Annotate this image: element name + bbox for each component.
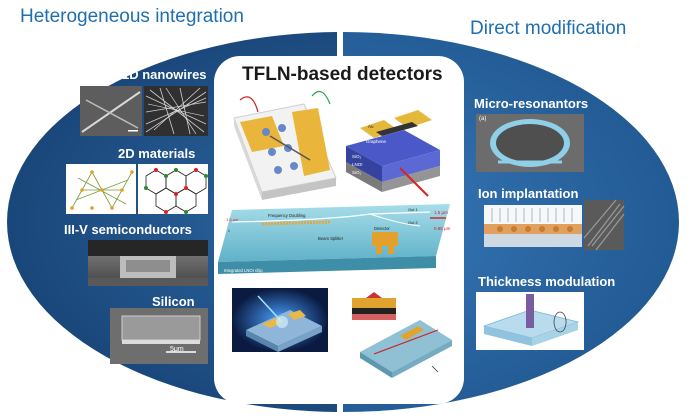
label-ion-implantation: Ion implantation — [478, 186, 579, 201]
chip-label-left-in2: λ — [228, 228, 230, 233]
thumb-micro-resonator — [476, 114, 584, 172]
chip-label-out1: Out 1 — [408, 207, 419, 212]
thumb-ion-hrtem — [583, 199, 625, 251]
graphene-label-graphene: Graphene — [366, 139, 387, 144]
chip-label-left-in: 1.5 μm — [226, 217, 239, 222]
micro-resonator-tag: (a) — [479, 116, 487, 122]
thumb-2d-lattice-b — [138, 164, 208, 214]
img-integrated-chip: 1.5 μm λ Frequency Doubling Beam Splitte… — [218, 204, 451, 274]
graphene-label-sio2: SiO₂ — [352, 154, 362, 159]
img-graphene-lnoi: Au Graphene SiO₂ LNOI SiO₂ — [346, 110, 440, 197]
chip-label-wl1: 1.5 μm — [434, 210, 448, 215]
chip-label-detector: Detector — [374, 226, 390, 231]
label-3-5-semiconductors: III-V semiconductors — [64, 222, 192, 237]
thumb-3-5-sem — [88, 240, 208, 286]
label-1d-nanowires: 1D nanowires — [122, 67, 207, 82]
label-silicon: Silicon — [152, 294, 195, 309]
img-plasmonic-detector — [233, 90, 337, 200]
heading-direct-modification: Direct modification — [470, 18, 627, 39]
thumb-nanowires-sem — [80, 86, 142, 136]
graphene-label-si: SiO₂ — [352, 170, 362, 175]
thumb-ion-implantation — [484, 205, 582, 247]
chip-label-out2: Out 2 — [408, 220, 419, 225]
silicon-scale-label: 5μm — [170, 346, 184, 353]
chip-label-name: Integrated LNOI chip — [224, 268, 263, 273]
img-waveguide-device — [352, 292, 452, 378]
center-title: TFLN-based detectors — [242, 64, 443, 85]
chip-label-beam: Beam Splitter — [318, 236, 344, 241]
heading-heterogeneous-integration: Heterogeneous integration — [20, 6, 244, 27]
thumb-silicon-sem — [110, 308, 208, 364]
thumb-thickness-modulation — [476, 292, 584, 350]
center-divider — [337, 20, 343, 58]
center-divider-bottom — [337, 402, 343, 414]
graphene-label-lnoi: LNOI — [352, 162, 363, 167]
label-thickness-modulation: Thickness modulation — [478, 274, 616, 289]
thumb-nanowires-mesh — [144, 86, 208, 136]
chip-label-freq: Frequency Doubling — [268, 213, 306, 218]
thumb-2d-lattice-a — [66, 164, 136, 214]
chip-label-wl2: 0.85 μm — [434, 226, 451, 231]
label-micro-resonators: Micro-resonantors — [474, 96, 589, 111]
graphene-label-au: Au — [368, 124, 374, 129]
label-2d-materials: 2D materials — [118, 146, 196, 161]
img-glow-chip — [232, 288, 328, 352]
